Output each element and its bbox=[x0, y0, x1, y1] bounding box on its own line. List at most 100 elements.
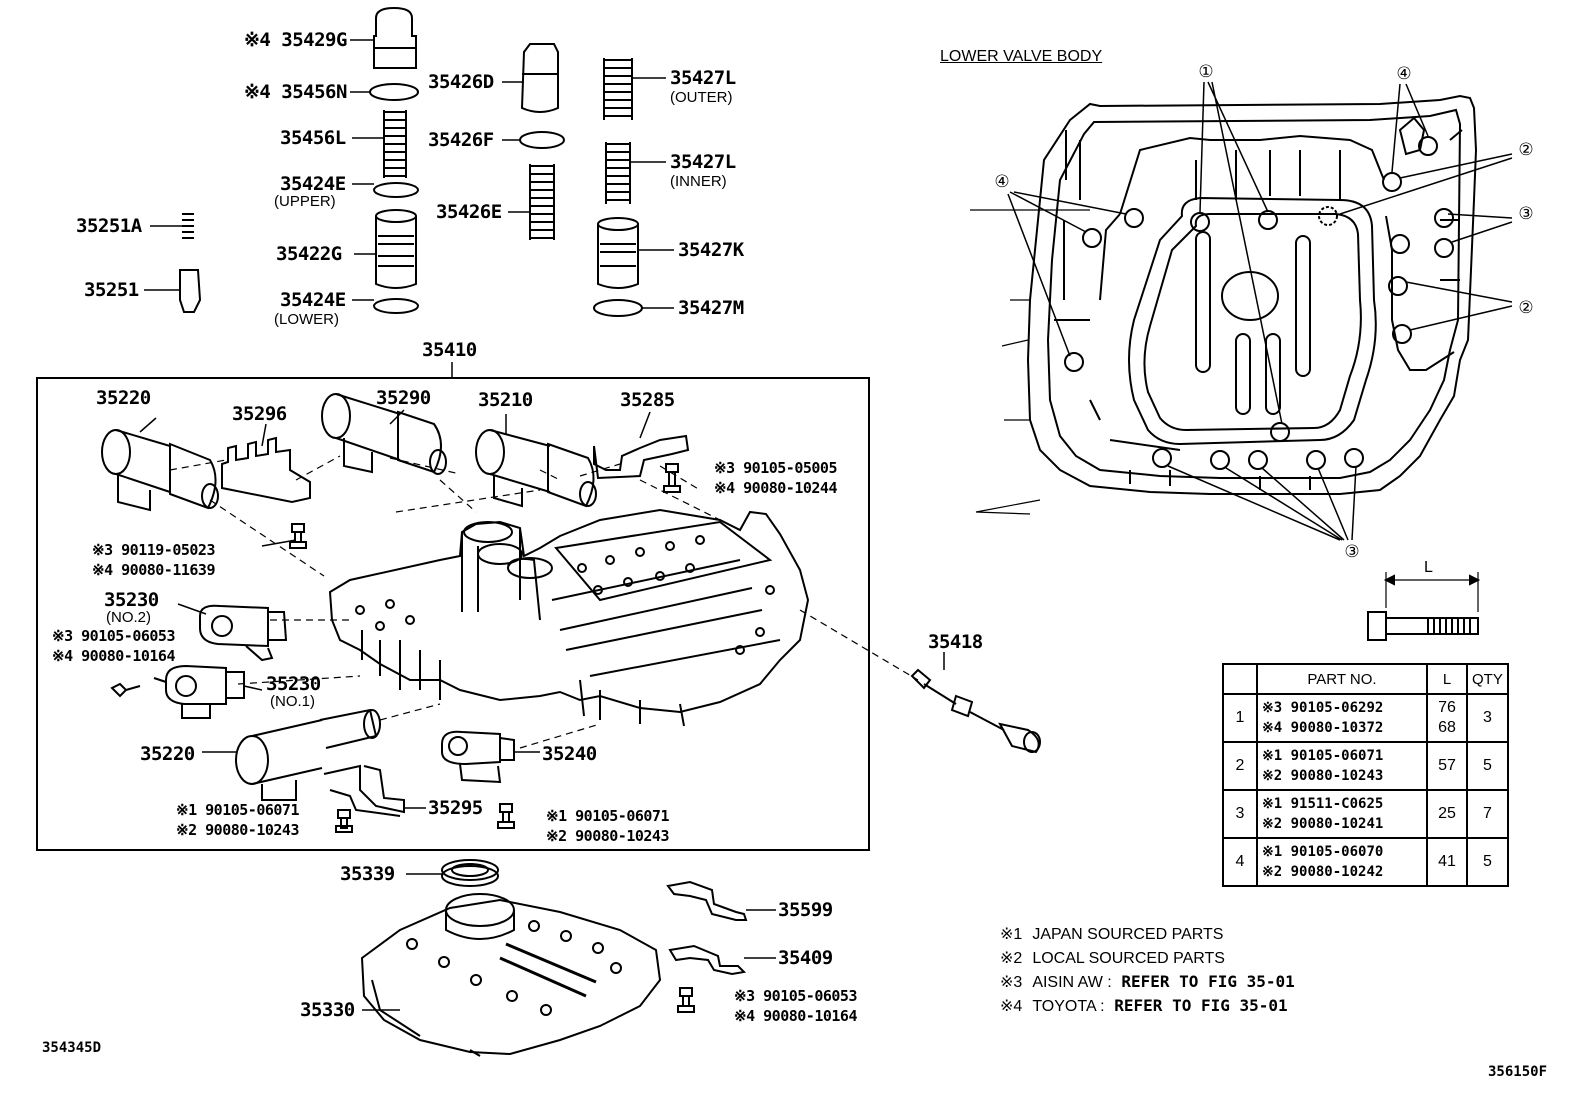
part-35426d-label: 35426D bbox=[428, 71, 494, 93]
bolt-table-header-blank bbox=[1222, 663, 1258, 695]
row-qty: 3 bbox=[1466, 693, 1509, 743]
row-index: 1 bbox=[1222, 693, 1258, 743]
spring-35427l-inner-drawing bbox=[605, 142, 631, 204]
callout-1-top: ① bbox=[1198, 62, 1214, 81]
spring-35427l-outer-drawing bbox=[603, 58, 633, 120]
row-qty: 5 bbox=[1466, 837, 1509, 887]
bolt-35409-drawing bbox=[677, 987, 695, 1013]
part-35426f-label: 35426F bbox=[428, 129, 494, 151]
bolt-90119-05023-drawing bbox=[289, 523, 307, 549]
lower-valve-body-leaders bbox=[1007, 81, 1513, 541]
part-35230-no2-label: 35230 bbox=[104, 589, 159, 611]
note-4: ※4 TOYOTA : REFER TO FIG 35-01 bbox=[1000, 996, 1288, 1016]
row-length: 25 bbox=[1426, 789, 1468, 839]
row-index: 3 bbox=[1222, 789, 1258, 839]
bolt-table-header-partno: PART NO. bbox=[1256, 663, 1428, 695]
part-35290-label: 35290 bbox=[376, 387, 431, 409]
note-mark: ※4 bbox=[1000, 998, 1023, 1015]
bolt-35295-a-label: ※1 90105-06071 bbox=[176, 801, 299, 819]
leader-lines-top bbox=[144, 39, 674, 378]
solenoid-35290-drawing bbox=[321, 393, 447, 475]
bracket-35295-drawing bbox=[323, 764, 405, 817]
part-35230-no1-label: 35230 bbox=[266, 673, 321, 695]
callout-2-lower: ② bbox=[1518, 298, 1534, 317]
note-text: LOCAL SOURCED PARTS bbox=[1032, 950, 1225, 967]
note-text: TOYOTA : bbox=[1032, 998, 1105, 1015]
solenoid-35230-no1-drawing bbox=[153, 664, 245, 719]
spring-35456l-drawing bbox=[383, 110, 407, 178]
part-35424e-upper-label: 35424E bbox=[280, 173, 346, 195]
leader-lines-bottom bbox=[139, 409, 945, 1011]
part-number-2: ※2 90080-10241 bbox=[1262, 816, 1384, 832]
part-number-2: ※2 90080-10243 bbox=[1262, 768, 1384, 784]
bolt-90119-05023-label: ※3 90119-05023 bbox=[92, 541, 215, 559]
plug-35251-drawing bbox=[179, 269, 202, 313]
callout-4-top-right: ④ bbox=[1396, 64, 1412, 83]
part-35251-label: 35251 bbox=[84, 279, 139, 301]
row-qty: 5 bbox=[1466, 741, 1509, 791]
bracket-35599-drawing bbox=[666, 880, 748, 921]
part-35240-label: 35240 bbox=[542, 743, 597, 765]
length-1: 76 bbox=[1438, 699, 1456, 716]
oring-35427m-drawing bbox=[593, 299, 643, 317]
bolt-35240-b-label: ※2 90080-10243 bbox=[546, 827, 669, 845]
callout-3-bottom: ③ bbox=[1344, 542, 1360, 561]
row-part-numbers: ※1 91511-C0625 ※2 90080-10241 bbox=[1256, 789, 1428, 839]
bolt-length-drawing bbox=[1367, 572, 1481, 641]
callout-4-left: ④ bbox=[994, 172, 1010, 191]
solenoid-35240-drawing bbox=[441, 730, 515, 784]
assembly-guide-lines bbox=[169, 455, 919, 749]
bolt-35295-drawing bbox=[335, 809, 353, 833]
outer-note: (OUTER) bbox=[670, 89, 733, 106]
row-part-numbers: ※1 90105-06071※2 90080-10243 bbox=[1256, 741, 1428, 791]
part-35427l-outer-label: 35427L bbox=[670, 67, 736, 89]
part-35424e-lower-label: 35424E bbox=[280, 289, 346, 311]
note-mark: ※3 bbox=[1000, 974, 1023, 991]
bolt-90105-05005-label: ※3 90105-05005 bbox=[714, 459, 837, 477]
diagram-id: 354345D bbox=[42, 1040, 102, 1056]
note-mark: ※1 bbox=[1000, 926, 1023, 943]
connector-35418-drawing bbox=[910, 668, 1041, 754]
valve-body-assembly-box bbox=[36, 377, 870, 851]
bolt-90080-11639-label: ※4 90080-11639 bbox=[92, 561, 215, 579]
oring-35424e-lower-drawing bbox=[373, 298, 419, 314]
oring-35456n-drawing bbox=[369, 83, 419, 101]
bolt-90105-06053-drawing bbox=[110, 682, 141, 698]
inner-note: (INNER) bbox=[670, 173, 727, 190]
bolt-90105-06053-label: ※3 90105-06053 bbox=[52, 627, 175, 645]
lower-valve-body-title: LOWER VALVE BODY bbox=[940, 48, 1103, 65]
part-35285-label: 35285 bbox=[620, 389, 675, 411]
part-35220-bottom-label: 35220 bbox=[140, 743, 195, 765]
oil-seal-35339-drawing bbox=[441, 859, 499, 887]
plug-35426d-drawing bbox=[520, 43, 559, 113]
part-35427m-label: 35427M bbox=[678, 297, 744, 319]
part-35456l-label: 35456L bbox=[280, 127, 346, 149]
part-35456n-label: ※4 35456N bbox=[244, 81, 347, 103]
spring-35251a-drawing bbox=[182, 213, 194, 239]
spring-35426e-drawing bbox=[529, 164, 555, 240]
part-35422g-label: 35422G bbox=[276, 243, 342, 265]
part-number-1: ※1 91511-C0625 bbox=[1262, 796, 1384, 812]
note-text: JAPAN SOURCED PARTS bbox=[1032, 926, 1224, 943]
part-35296-label: 35296 bbox=[232, 403, 287, 425]
callout-2-upper: ② bbox=[1518, 140, 1534, 159]
part-35220-top-label: 35220 bbox=[96, 387, 151, 409]
row-length: 57 bbox=[1426, 741, 1468, 791]
note-text: AISIN AW : bbox=[1032, 974, 1112, 991]
row-index: 2 bbox=[1222, 741, 1258, 791]
length-2: 68 bbox=[1438, 719, 1456, 736]
bracket-35409-drawing bbox=[668, 944, 747, 976]
note-reference: REFER TO FIG 35-01 bbox=[1114, 996, 1288, 1015]
note-1: ※1 JAPAN SOURCED PARTS bbox=[1000, 924, 1223, 944]
bolt-35240-a-label: ※1 90105-06071 bbox=[546, 807, 669, 825]
row-length: 41 bbox=[1426, 837, 1468, 887]
part-35427k-label: 35427K bbox=[678, 239, 744, 261]
bolt-table-header-qty: QTY bbox=[1466, 663, 1509, 695]
row-part-numbers: ※1 90105-06070※2 90080-10242 bbox=[1256, 837, 1428, 887]
part-35418-label: 35418 bbox=[928, 631, 983, 653]
row-part-numbers: ※3 90105-06292※4 90080-10372 bbox=[1256, 693, 1428, 743]
no2-note: (NO.2) bbox=[106, 609, 151, 626]
bolt-90105-05005-drawing bbox=[663, 463, 681, 493]
